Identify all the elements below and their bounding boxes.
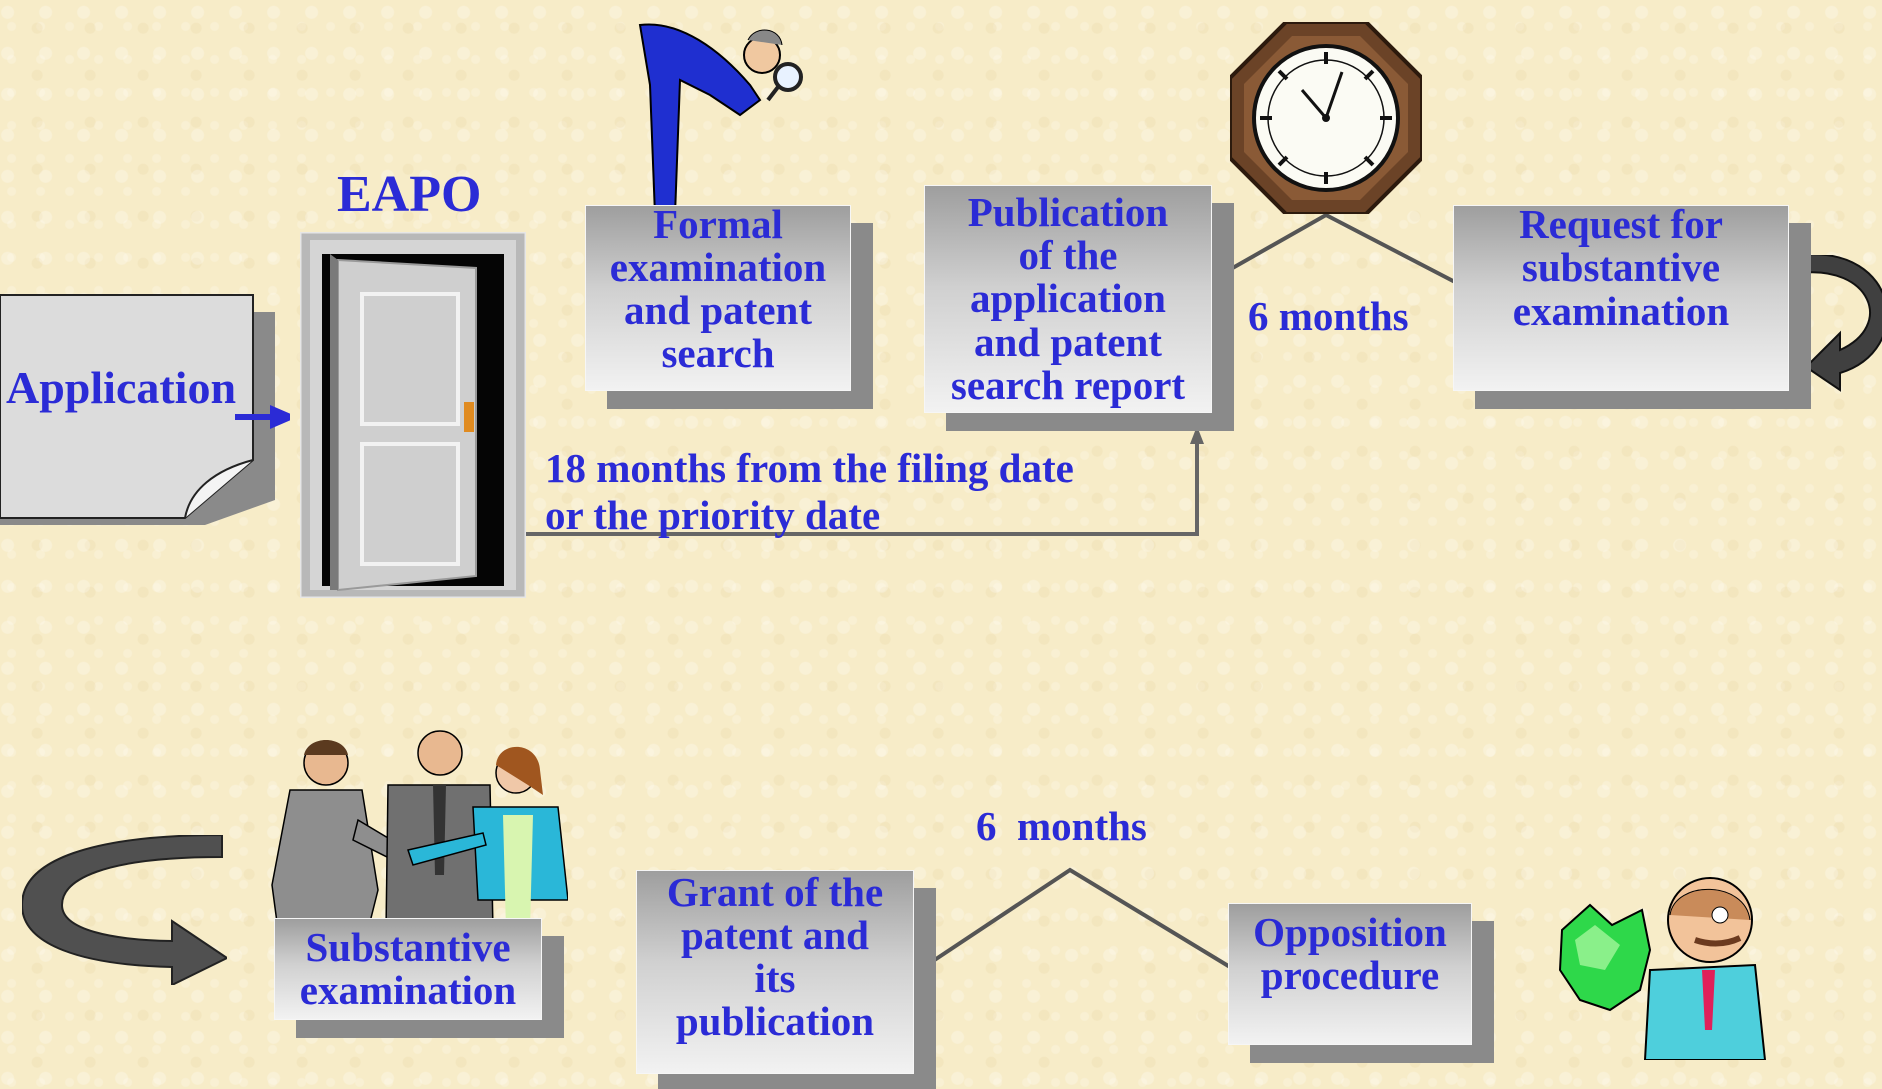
eighteen-months-label: 18 months from the filing date or the pr… bbox=[545, 445, 1074, 539]
connector-arrowhead bbox=[1190, 426, 1204, 444]
curved-arrow-icon bbox=[1799, 253, 1882, 395]
application-label: Application bbox=[6, 362, 237, 413]
six-months-bottom-label: 6 months bbox=[976, 803, 1147, 849]
grant-publication-box: Grant of the patent and its publication bbox=[636, 870, 914, 1074]
handshake-people-icon bbox=[268, 725, 569, 931]
publication-box: Publication of the application and paten… bbox=[924, 185, 1212, 413]
six-months-bottom-connector bbox=[925, 867, 1232, 969]
request-substantive-box: Request for substantive examination bbox=[1453, 203, 1789, 391]
curved-arrow-icon bbox=[20, 833, 229, 987]
six-months-top-label: 6 months bbox=[1248, 293, 1409, 339]
formal-examination-box: Formal examination and patent search bbox=[585, 202, 851, 391]
door-icon bbox=[298, 230, 528, 600]
substantive-examination-box: Substantive examination bbox=[274, 918, 542, 1020]
eapo-label: EAPO bbox=[337, 166, 482, 223]
application-document-icon bbox=[0, 290, 298, 540]
money-man-icon bbox=[1550, 870, 1770, 1061]
eighteen-months-connector bbox=[526, 430, 1199, 536]
inspector-magnifier-icon bbox=[620, 5, 810, 230]
opposition-procedure-box: Opposition procedure bbox=[1228, 903, 1472, 1045]
clock-icon bbox=[1228, 20, 1424, 216]
six-months-top-connector bbox=[1214, 212, 1456, 284]
